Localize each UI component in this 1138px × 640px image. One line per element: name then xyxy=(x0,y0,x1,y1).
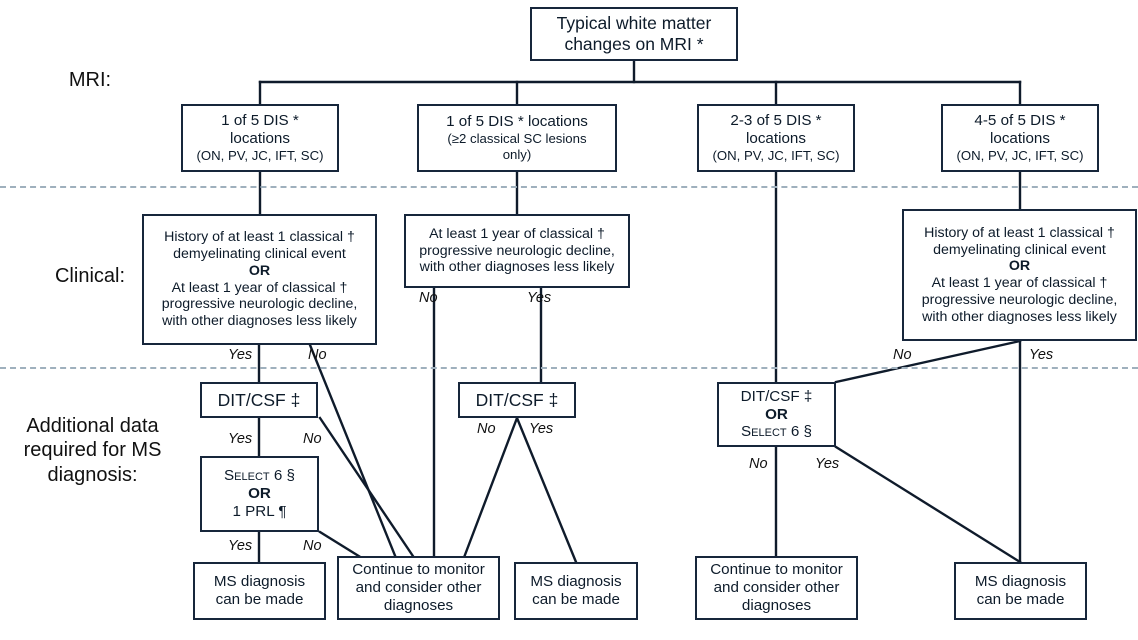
node-mri-2-3-of-5-dis[interactable]: 2-3 of 5 DIS * locations (ON, PV, JC, IF… xyxy=(697,104,855,172)
node-mri-1of5-line-2: locations xyxy=(230,130,290,148)
row-label-mri-text: MRI: xyxy=(68,69,112,91)
node-out-ms-left-line-1: MS diagnosis xyxy=(213,573,306,591)
edge-label-dit-left-no: No xyxy=(303,431,322,447)
node-clinical-left-or: OR xyxy=(248,262,271,279)
node-clinical-mid-line-1: At least 1 year of classical † xyxy=(429,225,605,242)
node-out-monitor-mid-line-3: diagnoses xyxy=(383,596,454,614)
node-mri-2to3-line-1: 2-3 of 5 DIS * xyxy=(730,112,822,130)
node-dit-csf-mid-label: DIT/CSF ‡ xyxy=(475,389,559,410)
node-out-monitor-mid-line-1: Continue to monitor xyxy=(352,561,485,579)
edge-label-dit-right-yes: Yes xyxy=(815,456,840,472)
node-mri-1of5sc-line-3: only) xyxy=(502,146,532,162)
node-mri-1of5-line-1: 1 of 5 DIS * xyxy=(221,112,299,130)
node-dit-csf-left[interactable]: DIT/CSF ‡ xyxy=(200,382,318,418)
edge-label-dit-right-no: No xyxy=(749,456,768,472)
node-mri-2to3-line-3: (ON, PV, JC, IFT, SC) xyxy=(712,148,840,164)
node-dit-right-line-1: DIT/CSF ‡ xyxy=(740,387,813,405)
node-clinical-left-line-1: History of at least 1 classical † xyxy=(164,229,355,246)
node-select6-or: OR xyxy=(248,485,271,503)
edge-label-clinical-left-yes: Yes xyxy=(228,347,253,363)
edge-label-dit-left-yes: Yes xyxy=(228,431,253,447)
separator-mri-clinical xyxy=(0,186,1138,188)
node-mri-4to5-line-2: locations xyxy=(990,130,1050,148)
separator-clinical-additional xyxy=(0,367,1138,369)
node-outcome-ms-diagnosis-middle[interactable]: MS diagnosis can be made xyxy=(514,562,638,620)
edge-label-dit-middle-yes: Yes xyxy=(529,421,554,437)
edge-label-select6-yes: Yes xyxy=(228,538,253,554)
node-out-ms-right-line-2: can be made xyxy=(976,591,1065,608)
node-dit-right-or: OR xyxy=(765,405,788,423)
node-clinical-right-line-1: History of at least 1 classical † xyxy=(924,224,1115,241)
row-label-clinical-text: Clinical: xyxy=(54,265,126,287)
node-clinical-right-line-4: At least 1 year of classical † xyxy=(931,275,1108,291)
node-outcome-monitor-right[interactable]: Continue to monitor and consider other d… xyxy=(695,556,858,620)
node-dit-right-line-3: Select 6 § xyxy=(741,423,812,441)
node-mri-1-of-5-dis[interactable]: 1 of 5 DIS * locations (ON, PV, JC, IFT,… xyxy=(181,104,339,172)
edge-label-clinical-left-no: No xyxy=(308,347,327,363)
node-out-ms-right-line-1: MS diagnosis xyxy=(974,573,1067,591)
node-mri-1of5sc-line-2: (≥2 classical SC lesions xyxy=(447,131,587,147)
node-outcome-ms-diagnosis-left[interactable]: MS diagnosis can be made xyxy=(193,562,326,620)
node-mri-4to5-line-3: (ON, PV, JC, IFT, SC) xyxy=(956,148,1084,164)
node-clinical-right-line-2: demyelinating clinical event xyxy=(933,241,1106,258)
node-dit-csf-or-select6[interactable]: DIT/CSF ‡ OR Select 6 § xyxy=(717,382,836,447)
node-out-monitor-right-line-1: Continue to monitor xyxy=(710,561,843,579)
node-mri-1-of-5-dis-sc-only[interactable]: 1 of 5 DIS * locations (≥2 classical SC … xyxy=(417,104,617,172)
node-out-ms-mid-line-2: can be made xyxy=(532,591,620,608)
node-out-monitor-right-line-2: and consider other xyxy=(713,579,840,597)
node-clinical-right[interactable]: History of at least 1 classical † demyel… xyxy=(902,209,1137,341)
node-outcome-ms-diagnosis-right[interactable]: MS diagnosis can be made xyxy=(954,562,1087,620)
node-out-ms-left-line-2: can be made xyxy=(215,591,304,608)
node-mri-4-5-of-5-dis[interactable]: 4-5 of 5 DIS * locations (ON, PV, JC, IF… xyxy=(941,104,1099,172)
node-clinical-left-line-2: demyelinating clinical event xyxy=(173,246,346,262)
node-out-ms-mid-line-1: MS diagnosis xyxy=(530,573,622,591)
edge-label-dit-middle-no: No xyxy=(477,421,496,437)
edge-label-clinical-middle-no: No xyxy=(419,290,438,306)
row-label-additional-line-2: data required xyxy=(23,415,159,462)
node-clinical-mid-line-2: progressive neurologic decline, xyxy=(419,242,615,259)
node-clinical-right-or: OR xyxy=(1008,258,1031,275)
node-clinical-left-line-6: with other diagnoses less likely xyxy=(162,313,357,329)
row-label-additional-line-4: diagnosis: xyxy=(47,463,138,486)
node-mri-4to5-line-1: 4-5 of 5 DIS * xyxy=(974,112,1066,130)
edge-label-clinical-right-yes: Yes xyxy=(1029,347,1054,363)
row-label-additional: Additional data required for MS diagnosi… xyxy=(10,414,175,487)
node-mri-1of5-line-3: (ON, PV, JC, IFT, SC) xyxy=(196,148,324,164)
edge-label-clinical-middle-yes: Yes xyxy=(527,290,552,306)
node-select6-or-1prl[interactable]: Select 6 § OR 1 PRL ¶ xyxy=(200,456,319,532)
node-out-monitor-right-line-3: diagnoses xyxy=(741,596,812,614)
node-outcome-monitor-middle[interactable]: Continue to monitor and consider other d… xyxy=(337,556,500,620)
node-dit-csf-left-label: DIT/CSF ‡ xyxy=(217,389,301,410)
edge-label-clinical-right-no: No xyxy=(893,347,912,363)
node-select6-line-3: 1 PRL ¶ xyxy=(232,502,287,520)
edge-label-select6-no: No xyxy=(303,538,322,554)
row-label-mri: MRI: xyxy=(20,68,160,92)
node-mri-2to3-line-2: locations xyxy=(746,130,806,148)
node-root-line-2: changes on MRI * xyxy=(564,34,704,54)
row-label-clinical: Clinical: xyxy=(20,264,160,288)
row-label-additional-line-3: for MS xyxy=(102,439,162,462)
node-select6-line-1: Select 6 § xyxy=(224,467,295,485)
node-mri-1of5sc-line-1: 1 of 5 DIS * locations xyxy=(446,113,588,131)
node-clinical-right-line-6: with other diagnoses less likely xyxy=(922,308,1117,325)
node-root-line-1: Typical white matter xyxy=(556,13,712,34)
node-clinical-right-line-5: progressive neurologic decline, xyxy=(921,291,1118,308)
node-clinical-mid-line-3: with other diagnoses less likely xyxy=(419,259,615,276)
node-clinical-middle[interactable]: At least 1 year of classical † progressi… xyxy=(404,214,630,288)
node-dit-csf-middle[interactable]: DIT/CSF ‡ xyxy=(458,382,576,418)
node-clinical-left[interactable]: History of at least 1 classical † demyel… xyxy=(142,214,377,345)
node-clinical-left-line-4: At least 1 year of classical † xyxy=(171,279,348,296)
node-clinical-left-line-5: progressive neurologic decline, xyxy=(161,296,358,313)
row-label-additional-line-1: Additional xyxy=(26,415,115,437)
node-typical-white-matter-changes[interactable]: Typical white matter changes on MRI * xyxy=(530,7,738,61)
node-out-monitor-mid-line-2: and consider other xyxy=(355,579,482,597)
